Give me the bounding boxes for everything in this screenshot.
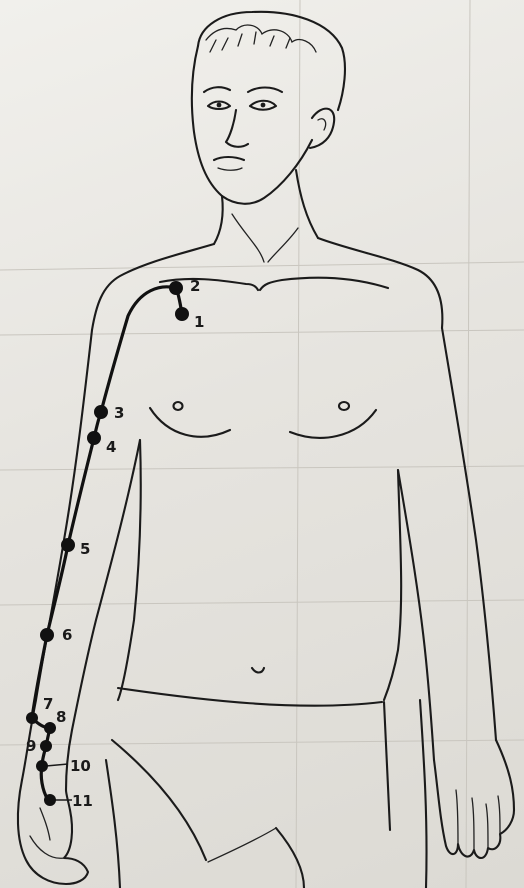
hair	[198, 12, 345, 110]
thigh-left	[106, 760, 120, 888]
right-arm	[398, 328, 514, 858]
navel	[252, 668, 264, 673]
acupoint-label-3: 3	[114, 404, 124, 422]
acupoint-marker-10	[36, 760, 48, 772]
right-shoulder	[318, 238, 442, 328]
acupoint-label-8: 8	[56, 708, 66, 726]
face-outline	[192, 46, 312, 204]
acupoint-marker-11	[44, 794, 56, 806]
pectoral-left	[150, 408, 230, 437]
meridian-path	[32, 287, 182, 800]
nipple-right	[339, 402, 349, 410]
acupoint-marker-4	[87, 431, 101, 445]
neck-left	[214, 196, 223, 244]
acupoint-marker-7	[26, 712, 38, 724]
nipple-left	[174, 402, 183, 410]
briefs-left-leg	[112, 740, 206, 860]
right-arm-inner	[398, 470, 434, 760]
briefs-right-leg	[384, 702, 390, 830]
acupoint-label-6: 6	[62, 626, 72, 644]
acupoint-label-5: 5	[80, 540, 90, 558]
acupoint-marker-6	[40, 628, 54, 642]
acupoint-marker-3	[94, 405, 108, 419]
torso	[92, 170, 442, 888]
thigh-right	[420, 700, 427, 888]
pectoral-right	[290, 410, 376, 438]
nose	[226, 110, 248, 147]
acupoint-marker-2	[169, 281, 183, 295]
acupoint-label-4: 4	[106, 438, 116, 456]
ear	[310, 109, 334, 148]
acupoint-marker-8	[44, 722, 56, 734]
acupoint-label-11: 11	[72, 792, 93, 810]
torso-right-side	[384, 470, 401, 700]
acupoint-label-7: 7	[43, 695, 53, 713]
left-arm-inner	[66, 440, 140, 790]
acupoint-marker-1	[175, 307, 189, 321]
acupoint-label-1: 1	[194, 313, 204, 331]
mouth	[214, 157, 244, 160]
torso-left-side	[118, 440, 141, 700]
acupoint-marker-9	[40, 740, 52, 752]
thigh-inner	[276, 828, 304, 888]
acupoint-label-9: 9	[26, 737, 36, 755]
acupoint-marker-5	[61, 538, 75, 552]
head	[192, 12, 345, 204]
clavicle-right	[260, 278, 388, 290]
right-arm-outer	[442, 328, 496, 740]
leader-line-10	[46, 764, 68, 766]
acupoint-label-10: 10	[70, 757, 91, 775]
acupoint-label-2: 2	[190, 277, 200, 295]
briefs-waistband	[118, 688, 382, 706]
